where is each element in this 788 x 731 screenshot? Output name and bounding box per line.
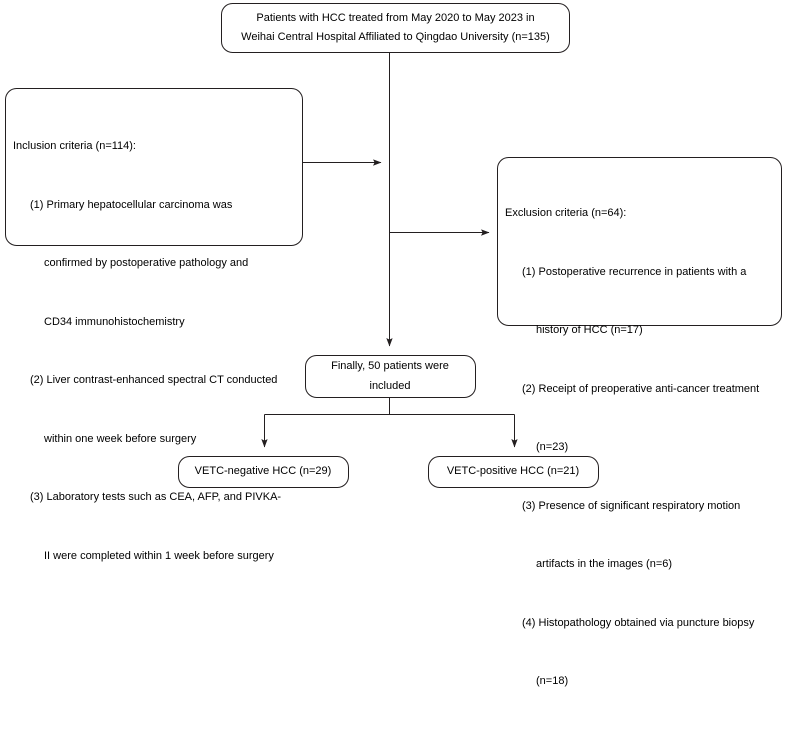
source-cohort-line-1: Patients with HCC treated from May 2020 … [256,11,535,24]
final-cohort-line-2: included [369,379,411,392]
vetc-negative-label: VETC-negative HCC (n=29) [194,465,332,478]
vetc-positive-box [428,456,599,488]
exclusion-line-1: Exclusion criteria (n=64): [505,207,627,219]
inclusion-criteria-text: Inclusion criteria (n=114): (1) Primary … [13,98,298,605]
inclusion-line-6: within one week before surgery [44,432,197,445]
exclusion-line-2: (1) Postoperative recurrence in patients… [522,265,747,278]
vetc-negative-text: VETC-negative HCC (n=29) [181,456,345,488]
vetc-positive-text: VETC-positive HCC (n=21) [431,456,595,488]
vetc-positive-label: VETC-positive HCC (n=21) [446,465,580,478]
exclusion-criteria-text: Exclusion criteria (n=64): (1) Postopera… [505,165,777,731]
exclusion-line-4: (2) Receipt of preoperative anti-cancer … [522,382,760,395]
exclusion-line-3: history of HCC (n=17) [536,324,643,336]
inclusion-line-1: Inclusion criteria (n=114): [13,140,136,152]
inclusion-line-3: confirmed by postoperative pathology and [44,257,249,269]
source-cohort-text: Patients with HCC treated from May 2020 … [225,3,566,53]
flowchart-canvas: Patients with HCC treated from May 2020 … [5,3,782,687]
flowchart-graphics [5,3,782,488]
final-cohort-line-1: Finally, 50 patients were [331,360,449,372]
final-cohort-box [305,355,476,398]
vetc-negative-box [178,456,349,488]
final-cohort-text: Finally, 50 patients were included [308,355,472,398]
exclusion-line-5: (n=23) [536,441,569,453]
inclusion-line-4: CD34 immunohistochemistry [44,315,185,328]
inclusion-line-8: II were completed within 1 week before s… [44,549,274,562]
inclusion-criteria-box [5,88,303,246]
inclusion-line-5: (2) Liver contrast-enhanced spectral CT … [30,374,278,386]
exclusion-line-9: (n=18) [536,675,569,687]
exclusion-line-7: artifacts in the images (n=6) [536,558,673,570]
exclusion-line-8: (4) Histopathology obtained via puncture… [522,616,755,629]
source-cohort-line-2: Weihai Central Hospital Affiliated to Qi… [241,31,550,43]
exclusion-criteria-box [497,157,782,326]
inclusion-line-2: (1) Primary hepatocellular carcinoma was [30,198,233,211]
source-cohort-box [221,3,570,53]
inclusion-line-7: (3) Laboratory tests such as CEA, AFP, a… [30,491,282,503]
exclusion-line-6: (3) Presence of significant respiratory … [522,499,741,512]
